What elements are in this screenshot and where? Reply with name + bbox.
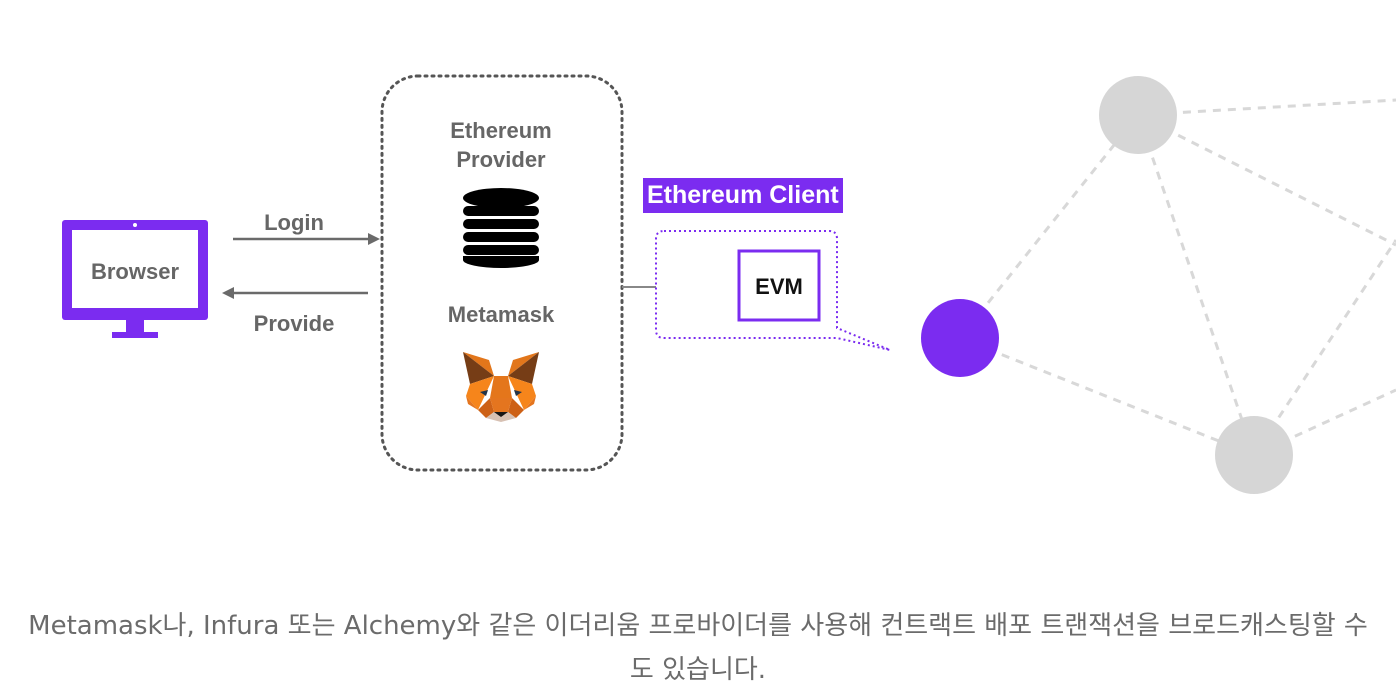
database-icon xyxy=(463,188,539,268)
network-node-client xyxy=(921,299,999,377)
evm-box xyxy=(737,249,821,322)
browser-label: Browser xyxy=(91,259,179,284)
login-label: Login xyxy=(264,210,324,235)
provider-title-line1: Ethereum xyxy=(450,118,551,143)
provide-label: Provide xyxy=(254,311,335,336)
metamask-fox-icon xyxy=(463,352,539,422)
network-node-top xyxy=(1099,76,1177,154)
client-callout xyxy=(655,230,891,351)
metamask-label: Metamask xyxy=(448,302,555,327)
network-node-bottom xyxy=(1215,416,1293,494)
architecture-diagram: Browser Login Provide Ethereum Provider … xyxy=(62,74,1396,494)
provide-arrow xyxy=(222,287,368,299)
caption: Metamask나, Infura 또는 Alchemy와 같은 이더리움 프로… xyxy=(28,611,1368,685)
evm-label: EVM xyxy=(755,274,803,299)
monitor-icon xyxy=(62,220,208,338)
provider-title-line2: Provider xyxy=(456,147,546,172)
login-arrow xyxy=(233,233,380,245)
ethereum-client-label: Ethereum Client xyxy=(643,178,843,213)
provider-box xyxy=(380,74,624,472)
browser-monitor: Browser xyxy=(62,220,208,338)
network-links xyxy=(958,98,1396,457)
